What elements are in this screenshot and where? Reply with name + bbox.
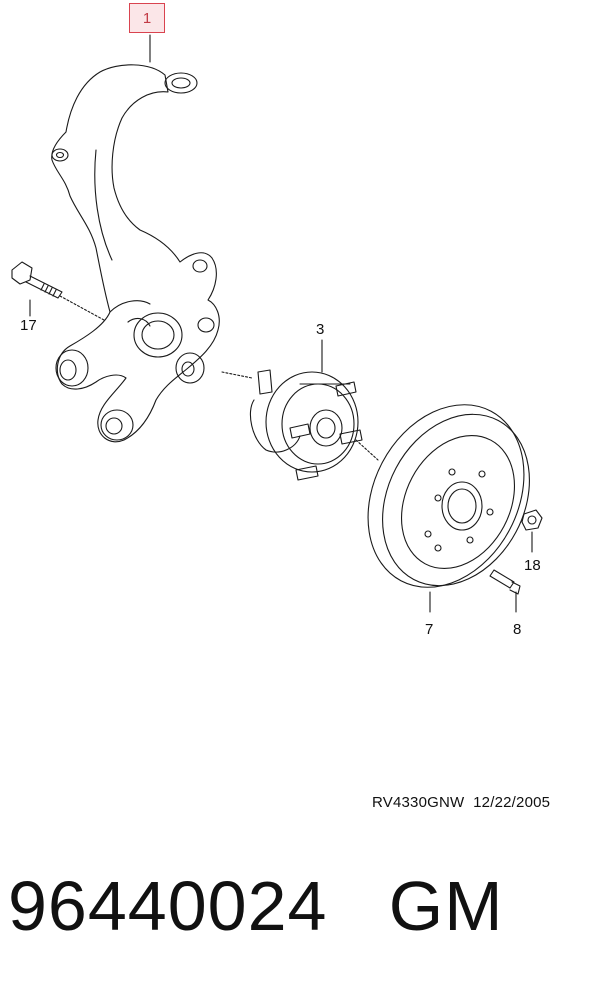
wheel-hub-bearing: [221, 339, 379, 481]
callout-18: 18: [524, 557, 541, 574]
callout-3: 3: [316, 321, 325, 338]
hub-nut: [521, 509, 543, 553]
callout-17: 17: [20, 317, 37, 334]
callout-1-highlight[interactable]: 1: [129, 3, 165, 33]
drawing-code-date: RV4330GNW 12/22/2005: [372, 794, 551, 811]
callout-7: 7: [425, 621, 434, 638]
brake-disc: [367, 404, 530, 613]
knuckle-bolt: [11, 261, 105, 321]
exploded-parts-diagram: [11, 34, 543, 613]
part-number-caption: 96440024 GM: [8, 867, 504, 945]
disc-screw: [489, 569, 521, 613]
steering-knuckle: [51, 34, 220, 443]
callout-8: 8: [513, 621, 522, 638]
